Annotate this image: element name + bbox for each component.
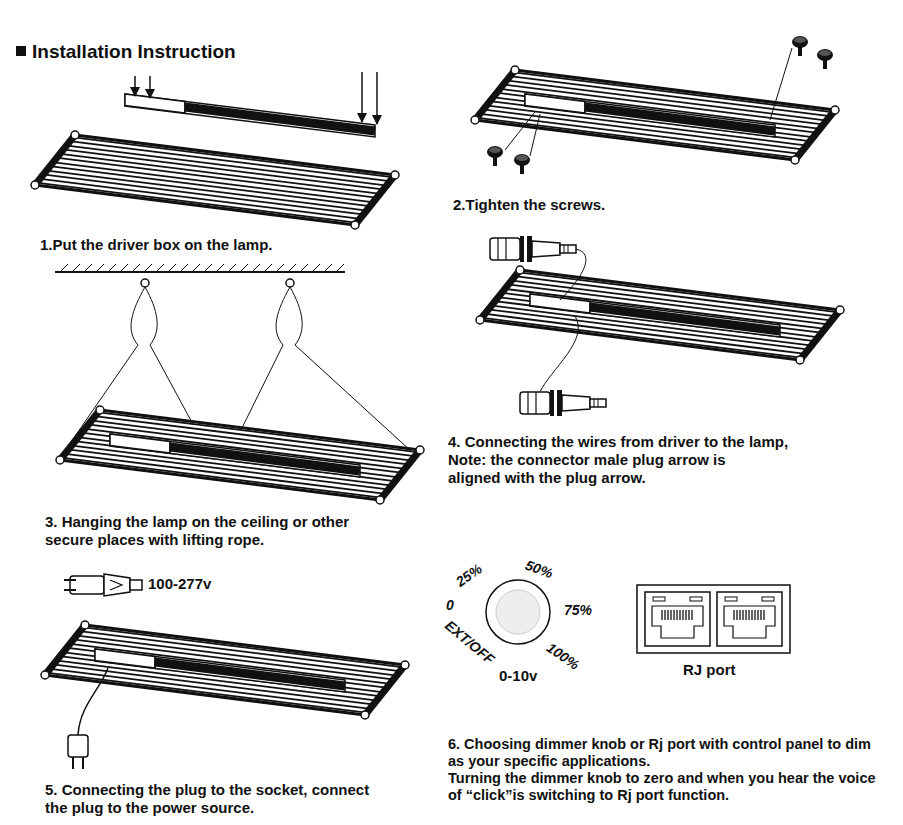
drawing-part (70, 576, 104, 594)
drawing-part (95, 649, 345, 692)
drawing-part (276, 287, 302, 345)
title-bullet (16, 46, 26, 56)
step-text: 3. Hanging the lamp on the ceiling or ot… (45, 513, 355, 549)
drawing-part (125, 94, 375, 137)
drawing-part (150, 345, 195, 428)
drawing-part (734, 610, 764, 620)
drawing-part (652, 606, 703, 638)
drawing-part (361, 72, 363, 122)
step-text: Turning the dimmer knob to zero and when… (448, 770, 888, 804)
drawing-part (490, 236, 576, 262)
drawing-part (64, 574, 142, 596)
drawing-part (72, 757, 74, 769)
drawing-part (31, 131, 399, 229)
drawing-part (792, 36, 808, 56)
drawing-part (64, 589, 76, 591)
drawing-part (286, 279, 294, 287)
drawing-part (496, 590, 540, 634)
drawing-part (376, 72, 378, 124)
drawing-part (68, 735, 88, 769)
drawing-part (41, 621, 409, 719)
drawing-part (486, 580, 550, 644)
step3-figure (55, 264, 424, 504)
voltage-label: 100-277v (148, 575, 211, 593)
drawing-part (645, 592, 710, 646)
drawing-part (134, 76, 136, 96)
drawing-part (55, 271, 345, 273)
drawing-part (476, 266, 844, 364)
drawing-part (505, 112, 535, 150)
drawing-part (487, 146, 503, 166)
step-text: 6. Choosing dimmer knob or Rj port with … (448, 736, 888, 770)
step-text: 1.Put the driver box on the lamp. (40, 236, 400, 254)
step-text: 2.Tighten the screws. (453, 196, 853, 214)
drawing-part (130, 580, 142, 590)
drawing-part (762, 597, 774, 601)
drawing-part (724, 606, 775, 638)
drawing-part (525, 94, 775, 137)
port-label: RJ port (683, 661, 736, 679)
drawing-part (240, 345, 283, 432)
drawing-part (530, 294, 780, 337)
drawing-part (471, 66, 839, 164)
drawing-part (68, 735, 88, 757)
drawing-part (717, 592, 782, 646)
drawing-part (662, 610, 692, 620)
signal-label: 0-10v (499, 667, 537, 685)
drawing-part (141, 279, 149, 287)
step4-figure (476, 236, 844, 416)
step2-figure (471, 36, 839, 174)
drawing-part (653, 597, 665, 601)
dimmer-knob (486, 580, 550, 644)
drawing-part (817, 49, 833, 69)
drawing-part (690, 597, 702, 601)
drawing-part (78, 668, 108, 735)
drawing-part (520, 390, 606, 416)
note-text: Note: the connector male plug arrow is a… (448, 451, 758, 487)
title: Installation Instruction (32, 41, 236, 64)
drawing-part (530, 114, 540, 156)
drawing-part (82, 757, 84, 769)
drawing-part (637, 585, 790, 653)
drawing-part (725, 597, 737, 601)
step5-figure (41, 574, 409, 769)
drawing-part (560, 249, 586, 300)
step1-figure (31, 72, 399, 229)
dial-mark: 50% (523, 557, 555, 582)
drawing-part (64, 579, 76, 581)
dial-mark: 100% (543, 639, 582, 673)
dial-mark: 25% (453, 560, 486, 590)
step-text: 4. Connecting the wires from driver to t… (448, 433, 818, 451)
step-text: 5. Connecting the plug to the socket, co… (45, 781, 390, 817)
drawing-part (770, 48, 792, 120)
rj-port-panel (637, 585, 790, 653)
dial-mark: 75% (564, 602, 592, 619)
drawing-part (540, 316, 578, 392)
drawing-part (56, 406, 424, 504)
dial-mark: 0 (446, 597, 454, 614)
drawing-part (514, 154, 530, 174)
drawing-part (131, 287, 157, 345)
drawing-part (110, 580, 122, 590)
drawing-part (60, 264, 344, 272)
drawing-part (149, 76, 151, 98)
drawing-part (110, 434, 360, 477)
drawing-part (104, 574, 130, 596)
